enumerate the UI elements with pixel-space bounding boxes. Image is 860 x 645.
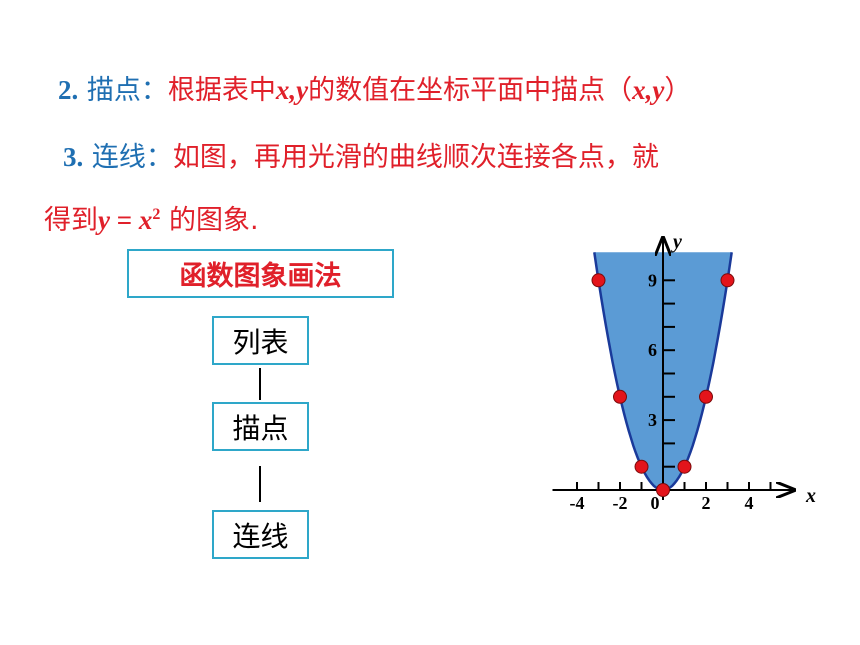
tick-labels: -4 -2 0 2 4 3 6 9 [570,270,754,513]
data-point [656,483,670,497]
axis-ticks [576,279,772,490]
text-segment: 根据表中 [167,75,276,106]
math-x: x [138,205,153,235]
data-point [613,389,627,404]
step-number: 3. [63,142,84,172]
math-xy: x,y [275,75,309,105]
text-segment: 得到 [44,205,98,236]
data-point [634,459,649,474]
step-heading: 连线： [91,142,173,173]
text-segment: 的图象. [160,205,259,236]
data-point [720,273,735,288]
step-number: 2. [58,75,79,105]
flow-step-table: 列表 [212,316,309,365]
step2-description: 2. 描点：根据表中x,y的数值在坐标平面中描点（x,y） [58,73,691,108]
data-point [699,389,713,404]
step3-description: 3. 连线：如图，再用光滑的曲线顺次连接各点，就 [63,140,659,175]
parabola-graph: -4 -2 0 2 4 3 6 9 x y [552,231,816,513]
y-tick-label: 9 [648,270,657,290]
y-tick-label: 6 [648,340,657,360]
method-title-box: 函数图象画法 [127,249,394,298]
text-segment: 如图，再用光滑的曲线顺次连接各点，就 [172,142,659,173]
text-segment: 的数值在坐标平面中描点（ [308,75,633,106]
x-tick-label: 4 [745,493,754,513]
flow-connector [259,466,261,502]
x-tick-label: 0 [651,493,660,513]
y-axis-label: y [671,231,682,253]
flow-step-connect: 连线 [212,510,309,559]
math-exponent: 2 [152,206,161,223]
step-heading: 描点： [86,75,168,106]
x-tick-label: 2 [702,493,711,513]
math-y: y [98,205,110,235]
x-axis-label: x [805,485,816,507]
x-tick-label: -4 [570,493,585,513]
data-points [591,273,735,497]
x-tick-label: -2 [613,493,628,513]
flow-connector [259,368,261,400]
y-tick-label: 3 [648,410,657,430]
step3-description-continued: 得到y = x2 的图象. [44,198,259,238]
math-xy: x,y [632,75,665,105]
flow-step-plot: 描点 [212,402,309,451]
data-point [591,273,606,288]
data-point [677,459,692,474]
math-equals: = [109,205,139,235]
text-segment: ） [664,75,692,106]
